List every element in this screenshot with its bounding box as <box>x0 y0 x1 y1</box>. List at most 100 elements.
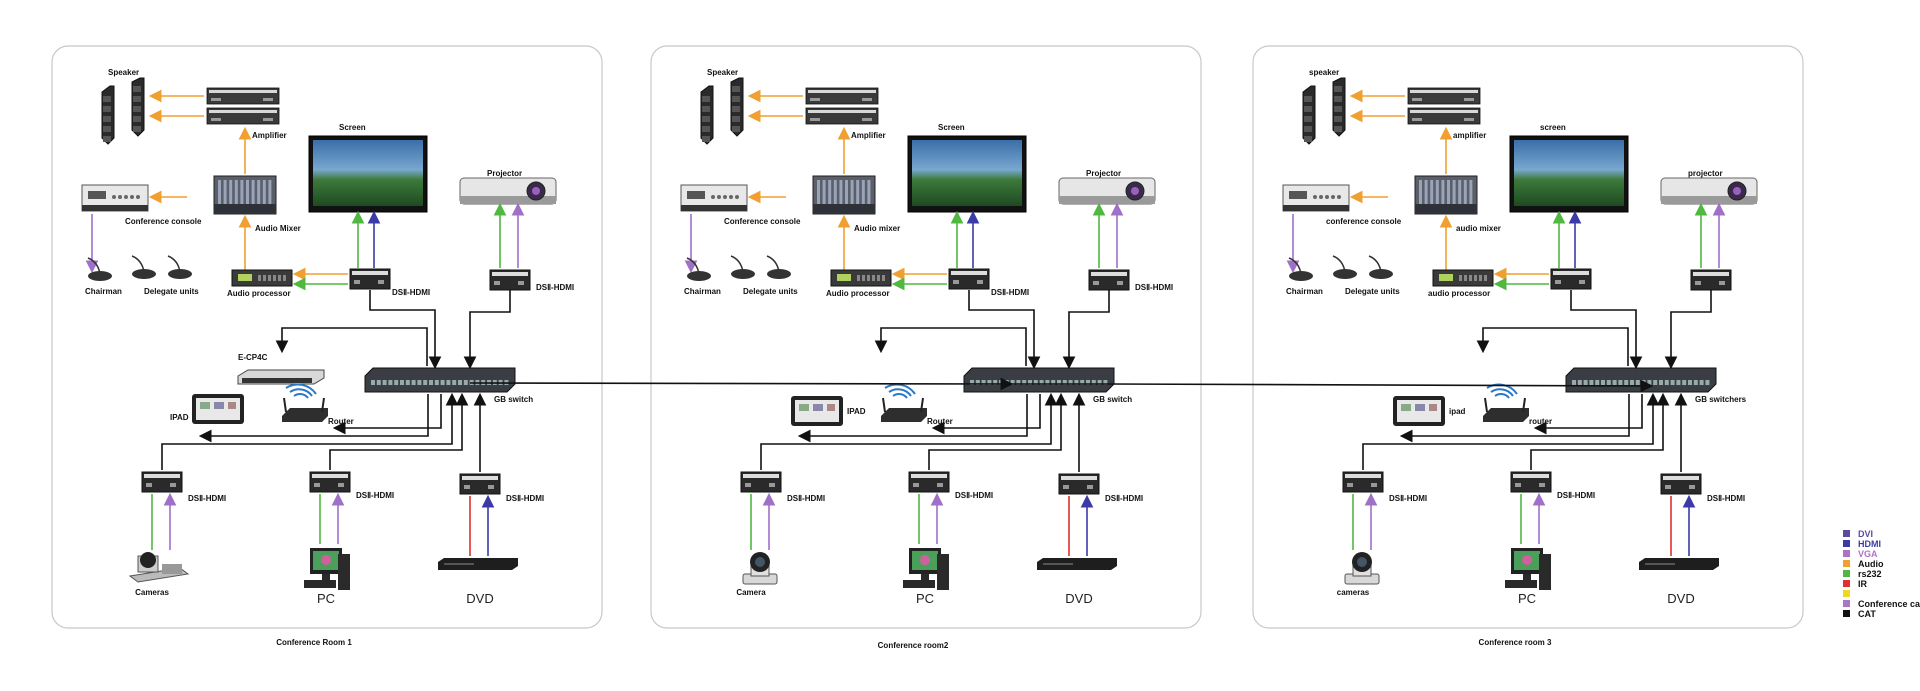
microphone-icon <box>167 255 192 279</box>
cat-link <box>760 392 1058 470</box>
cat-link <box>198 394 429 443</box>
dsii-hdmi-dvd-icon <box>1058 473 1100 495</box>
dsii-hdmi-pc-label: DSⅡ-HDMI <box>955 491 993 500</box>
conference-console-label: conference console <box>1326 217 1402 226</box>
microphone-icon <box>1332 255 1357 279</box>
cat-link <box>332 394 442 435</box>
e-cp4c-icon <box>237 369 325 385</box>
cat-link <box>275 327 428 366</box>
ipad-label: ipad <box>1449 407 1466 416</box>
room-title: Conference room2 <box>878 641 949 650</box>
ipad-icon <box>791 396 843 426</box>
delegate-units-label: Delegate units <box>743 287 798 296</box>
amplifier-label: Amplifier <box>252 131 287 140</box>
router-label: Router <box>328 417 354 426</box>
chairman-label: Chairman <box>85 287 122 296</box>
dvd-icon <box>1639 558 1719 570</box>
legend-label: HDMI <box>1858 539 1881 549</box>
dsii-hdmi-pc-label: DSⅡ-HDMI <box>1557 491 1595 500</box>
gb-switch-label: GB switch <box>494 395 533 404</box>
cat-link <box>874 327 1027 366</box>
cat-link <box>1570 290 1643 370</box>
audio-processor-icon <box>830 269 892 287</box>
legend-label: CAT <box>1858 609 1876 619</box>
microphone-icon <box>131 255 156 279</box>
dsii-hdmi-pc-icon <box>908 471 950 493</box>
speaker-icon <box>101 77 145 145</box>
legend-swatch <box>1843 540 1850 547</box>
projector-icon <box>459 177 557 205</box>
ipad-label: IPAD <box>170 413 189 422</box>
dsii-hdmi-projector-label: DSⅡ-HDMI <box>536 283 574 292</box>
router-label: router <box>1529 417 1552 426</box>
audio-mixer-icon <box>812 175 876 215</box>
dvd-icon <box>1037 558 1117 570</box>
microphone-icon <box>766 255 791 279</box>
cat-link <box>1664 290 1712 370</box>
ipad-icon <box>1393 396 1445 426</box>
screen-label: Screen <box>339 123 366 132</box>
pc-label: PC <box>317 591 335 606</box>
dsii-hdmi-projector-icon <box>1690 269 1732 291</box>
dsii-hdmi-projector-icon <box>1088 269 1130 291</box>
microphone-icon <box>686 257 711 281</box>
pc-icon <box>1505 548 1551 590</box>
camera-label: Cameras <box>135 588 169 597</box>
dvd-label: DVD <box>466 591 493 606</box>
legend-swatch <box>1843 600 1850 607</box>
projector-label: Projector <box>1086 169 1121 178</box>
microphone-icon <box>1368 255 1393 279</box>
audio-mixer-label: Audio Mixer <box>255 224 301 233</box>
dsii-hdmi-camera-label: DSⅡ-HDMI <box>787 494 825 503</box>
amplifier-icon <box>206 107 280 125</box>
legend-label: rs232 <box>1858 569 1882 579</box>
conference-console-icon <box>680 184 748 212</box>
chairman-label: Chairman <box>684 287 721 296</box>
dsii-hdmi-dvd-label: DSⅡ-HDMI <box>506 494 544 503</box>
dsii-hdmi-camera-icon <box>740 471 782 493</box>
cat-link <box>1476 327 1629 366</box>
legend-swatch <box>1843 560 1850 567</box>
room-title: Conference Room 1 <box>276 638 352 647</box>
dsii-hdmi-camera-label: DSⅡ-HDMI <box>1389 494 1427 503</box>
audio-processor-icon <box>1432 269 1494 287</box>
speaker-label: Speaker <box>108 68 139 77</box>
projector-label: projector <box>1688 169 1723 178</box>
camera-icon <box>1344 552 1380 585</box>
room-frame <box>1252 45 1804 629</box>
camera-icon <box>742 552 778 585</box>
dsii-hdmi-screen-icon <box>1550 268 1592 290</box>
inter-room-link <box>1109 379 1654 393</box>
dsii-hdmi-dvd-icon <box>1660 473 1702 495</box>
dsii-hdmi-pc-icon <box>309 471 351 493</box>
amplifier-icon <box>805 107 879 125</box>
e-cp4c-label: E-CP4C <box>238 353 268 362</box>
dsii-hdmi-screen-label: DSⅡ-HDMI <box>991 288 1029 297</box>
speaker-label: speaker <box>1309 68 1339 77</box>
pc-label: PC <box>916 591 934 606</box>
microphone-icon <box>87 257 112 281</box>
conference-console-label: Conference console <box>125 217 202 226</box>
conference-console-label: Conference console <box>724 217 801 226</box>
conference-console-icon <box>81 184 149 212</box>
chairman-label: Chairman <box>1286 287 1323 296</box>
dsii-hdmi-projector-icon <box>489 269 531 291</box>
gb-switch-icon <box>963 367 1115 393</box>
amplifier-label: Amplifier <box>851 131 886 140</box>
amplifier-icon <box>805 87 879 105</box>
audio-mixer-label: Audio mixer <box>854 224 900 233</box>
dsii-hdmi-dvd-label: DSⅡ-HDMI <box>1707 494 1745 503</box>
dvd-icon <box>438 558 518 570</box>
room-title: Conference room 3 <box>1479 638 1552 647</box>
ipad-icon <box>192 394 244 424</box>
microphone-icon <box>730 255 755 279</box>
camera-label: Camera <box>736 588 766 597</box>
legend-label: VGA <box>1858 549 1878 559</box>
speaker-icon <box>1302 77 1346 145</box>
dsii-hdmi-camera-icon <box>1342 471 1384 493</box>
room-frame <box>51 45 603 629</box>
